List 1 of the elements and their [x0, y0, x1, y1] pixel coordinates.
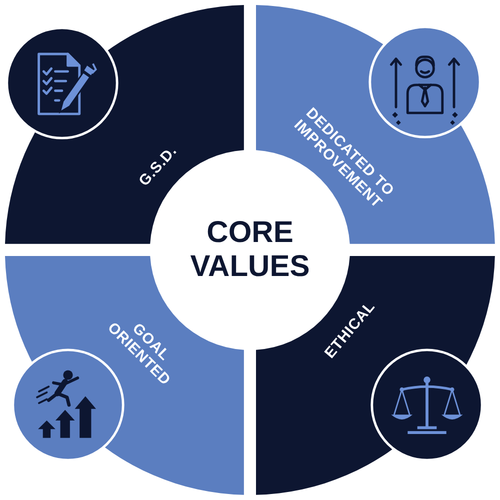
center-title: CORE VALUES — [189, 216, 311, 284]
